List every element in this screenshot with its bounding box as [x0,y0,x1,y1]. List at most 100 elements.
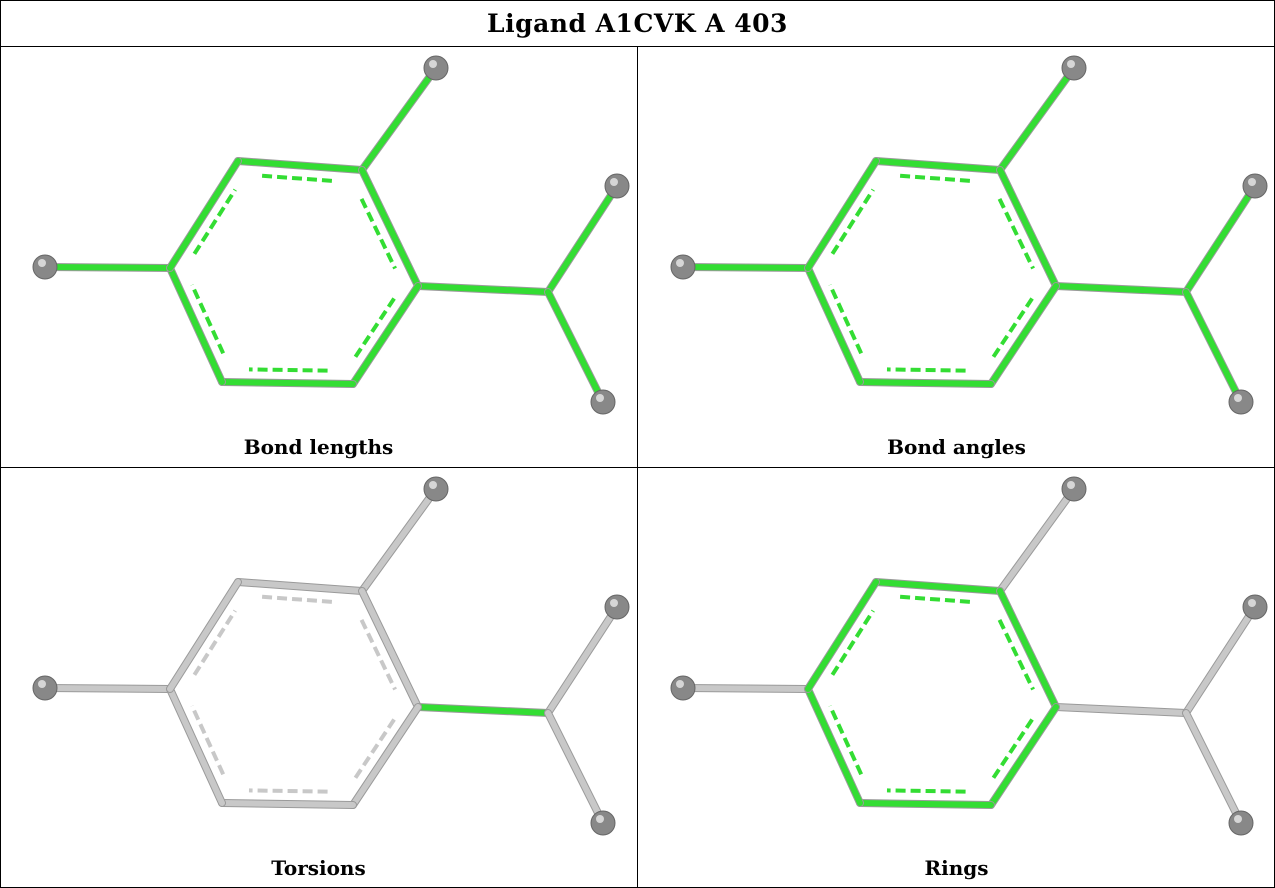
ring-bond-5-aromatic-dash [828,284,863,355]
panel-caption: Torsions [271,856,366,880]
atom-upper-right [1242,173,1268,199]
atom-top [1061,55,1087,81]
ring-bond-5 [167,686,225,806]
atom-upper-right-highlight [610,599,618,607]
ring-bond-3 [988,704,1059,808]
ring-bond-2 [359,588,421,710]
ring-bond-4-aromatic-dash [886,367,966,373]
atom-top [1061,476,1087,502]
atom-upper-right-highlight [1248,178,1256,186]
molecule-drawing [670,476,1268,836]
panel-bond-lengths: Bond lengths [0,46,637,467]
ring-bond-5 [805,686,863,806]
panel-bond-angles: Bond angles [638,46,1275,467]
ring-bond-2-aromatic-dash [359,198,397,270]
atom-lower-right-highlight [1234,815,1242,823]
bond-ring-to-branch [1053,704,1189,716]
ring-bond-4 [219,379,356,387]
ring-bond-1 [873,158,1003,173]
ring-bond-2 [997,588,1059,710]
ring-bond-5-aromatic-dash [190,705,225,776]
bond-branch-to-lower-atom [1183,289,1244,405]
bond-ring-to-left-atom [42,264,173,271]
atom-top-highlight [429,60,437,68]
bond-ring-to-top-atom [997,65,1077,173]
ring-bond-4-aromatic-dash [248,367,328,373]
ring-bond-2-aromatic-dash [359,619,397,691]
bond-branch-to-upper-atom [545,183,620,295]
ring-bond-2 [997,167,1059,289]
bond-branch-to-lower-atom [545,289,606,405]
bond-ring-to-top-atom [359,65,439,173]
bond-branch-to-upper-atom [545,604,620,716]
bond-ring-to-branch [415,704,551,716]
ring-bond-3-aromatic-dash [353,297,396,359]
molecule-drawing [32,55,630,415]
atom-top-highlight [429,481,437,489]
ring-bond-4-aromatic-dash [248,788,328,794]
ring-bond-6-aromatic-dash [192,188,237,255]
ring-bond-4 [857,800,994,808]
atom-left-highlight [38,680,46,688]
bond-ring-to-top-atom [359,486,439,594]
atom-left [32,254,58,280]
bond-ring-to-branch [415,283,551,295]
panel-torsions: Torsions [0,467,637,888]
ring-bond-6-aromatic-dash [830,188,875,255]
ring-bond-5-aromatic-dash [828,705,863,776]
molecule-drawing [670,55,1268,415]
ring-bond-5-aromatic-dash [190,284,225,355]
atom-upper-right [604,594,630,620]
bond-branch-to-upper-atom [1183,604,1258,716]
ring-bond-4 [219,800,356,808]
panel-caption: Rings [924,856,989,880]
ring-bond-3-aromatic-dash [991,718,1034,780]
atom-upper-right-highlight [610,178,618,186]
ring-bond-5 [167,265,225,385]
atom-top [423,476,449,502]
ring-bond-4 [857,379,994,387]
ring-bond-1-aromatic-dash [899,594,975,605]
atom-lower-right-highlight [596,394,604,402]
ring-bond-2-aromatic-dash [997,198,1035,270]
bond-branch-to-upper-atom [1183,183,1258,295]
bond-ring-to-top-atom [997,486,1077,594]
ring-bond-3 [350,704,421,808]
ring-bond-1 [235,158,365,173]
atom-left [670,254,696,280]
atom-upper-right [604,173,630,199]
ring-bond-3-aromatic-dash [353,718,396,780]
atom-lower-right-highlight [596,815,604,823]
atom-lower-right [1228,810,1254,836]
bond-ring-to-branch [1053,283,1189,295]
ring-bond-6 [805,579,879,692]
ring-bond-6-aromatic-dash [830,609,875,676]
ring-bond-6 [805,158,879,271]
atom-upper-right-highlight [1248,599,1256,607]
atom-top [423,55,449,81]
ring-bond-2 [359,167,421,289]
ring-bond-1-aromatic-dash [261,594,337,605]
ring-bond-5 [805,265,863,385]
atom-upper-right [1242,594,1268,620]
atom-top-highlight [1067,60,1075,68]
atom-left-highlight [676,680,684,688]
atom-top-highlight [1067,481,1075,489]
panel-caption: Bond angles [887,435,1026,459]
ring-bond-1-aromatic-dash [261,173,337,184]
ring-bond-3-aromatic-dash [991,297,1034,359]
atom-left-highlight [676,259,684,267]
panel-rings: Rings [638,467,1275,888]
ring-bond-6 [167,579,241,692]
panel-caption: Bond lengths [243,435,394,459]
ring-bond-1-aromatic-dash [899,173,975,184]
atom-lower-right [590,810,616,836]
bond-ring-to-left-atom [42,685,173,692]
atom-lower-right-highlight [1234,394,1242,402]
atom-left [32,675,58,701]
bond-ring-to-left-atom [680,685,811,692]
atom-left-highlight [38,259,46,267]
atom-lower-right [590,389,616,415]
bond-branch-to-lower-atom [545,710,606,826]
